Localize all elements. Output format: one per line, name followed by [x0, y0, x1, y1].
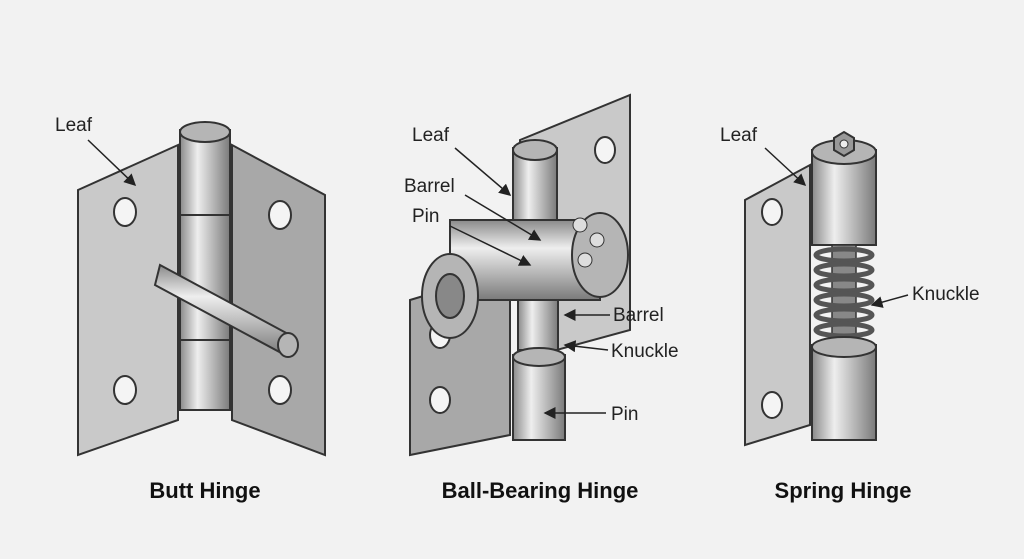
- bb-leaf-label: Leaf: [412, 125, 450, 146]
- bb-barrel-top-label: Barrel: [404, 176, 455, 197]
- bb-knuckle-label: Knuckle: [611, 341, 679, 362]
- spring-knuckle-label: Knuckle: [912, 284, 980, 305]
- ball-bearing-hinge-illustration: [409, 93, 631, 457]
- spring-leaf-label: Leaf: [720, 125, 758, 146]
- ball-bearing-hinge-title: Ball-Bearing Hinge: [442, 478, 639, 503]
- butt-hinge-title: Butt Hinge: [149, 478, 260, 503]
- bb-pin-bottom-label: Pin: [611, 404, 638, 425]
- butt-hinge-illustration: [77, 121, 326, 457]
- butt-leaf-label: Leaf: [55, 115, 93, 136]
- spring-hinge-title: Spring Hinge: [775, 478, 912, 503]
- bb-barrel-right-label: Barrel: [613, 305, 664, 326]
- spring-hinge-illustration: [744, 130, 877, 447]
- bb-pin-top-label: Pin: [412, 206, 439, 227]
